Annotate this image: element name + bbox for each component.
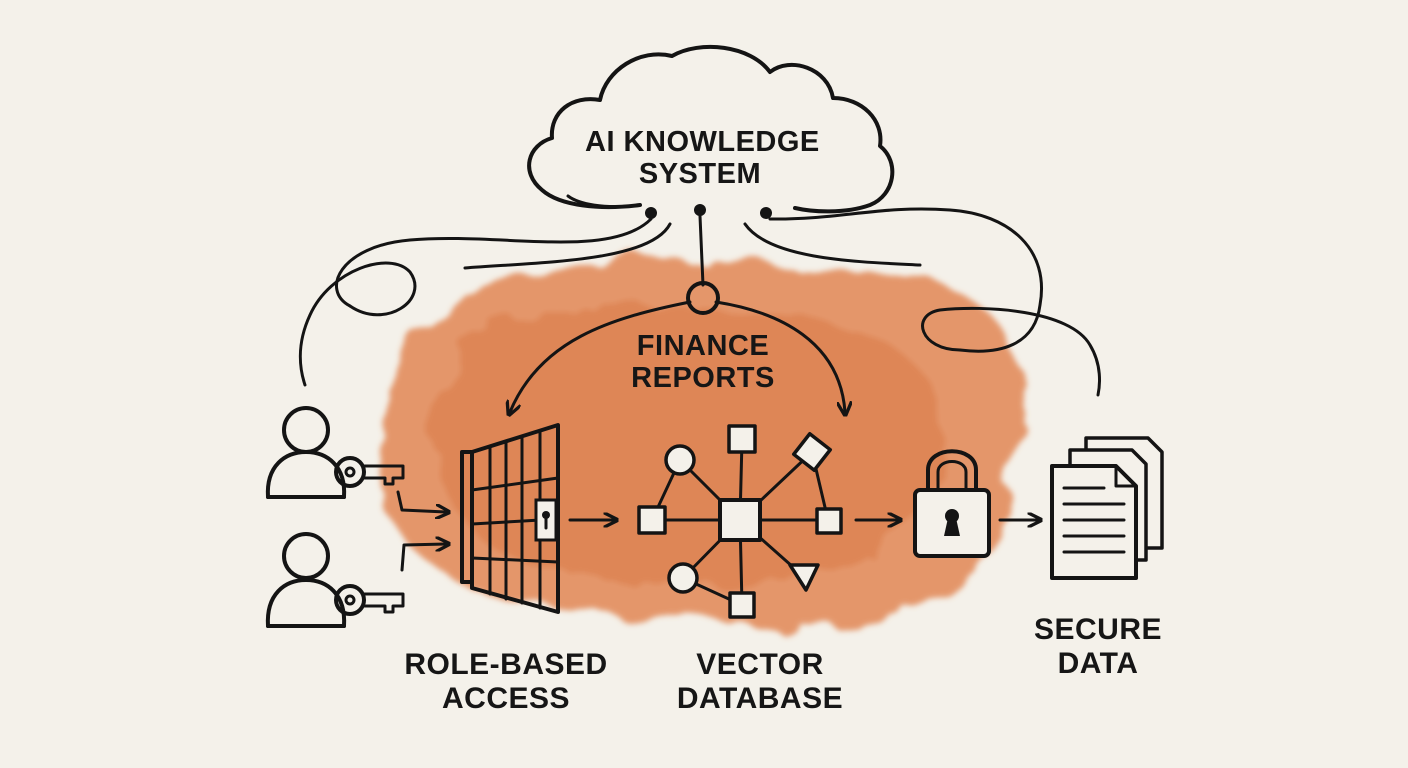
documents-icon — [1050, 436, 1164, 580]
hub-label-line-1: FINANCE — [636, 330, 770, 362]
arrow-user-to-gate — [396, 490, 446, 512]
arrow-hub-to-access — [510, 300, 692, 412]
cloud-label: AI KNOWLEDGE SYSTEM — [585, 126, 820, 191]
arrow-hub-to-vector — [714, 300, 845, 412]
network-icon — [637, 424, 843, 619]
access-label-line-1: ROLE-BASED — [404, 648, 608, 681]
right-loop-line — [921, 306, 1102, 397]
left-loop-line — [298, 261, 417, 387]
cloud-label-line-1: AI KNOWLEDGE — [585, 126, 820, 158]
arrow-user-to-gate — [400, 544, 446, 572]
vector-label-line-2: DATABASE — [676, 681, 844, 715]
cloud-label-line-2: SYSTEM — [638, 158, 762, 191]
secure-label: SECURE DATA — [1020, 613, 1176, 680]
padlock-icon — [913, 449, 991, 558]
hub-label-line-2: REPORTS — [631, 362, 775, 395]
user-icon — [265, 532, 347, 628]
secure-label-line-2: DATA — [1057, 646, 1139, 680]
gate-icon — [460, 423, 560, 614]
user-icon — [265, 406, 347, 499]
access-label-line-2: ACCESS — [441, 681, 571, 715]
secure-label-line-1: SECURE — [1033, 613, 1163, 646]
access-label: ROLE-BASED ACCESS — [400, 648, 612, 715]
key-icon — [334, 456, 405, 488]
key-icon — [334, 584, 405, 616]
vector-label-line-1: VECTOR — [696, 648, 824, 681]
vector-label: VECTOR DATABASE — [660, 648, 860, 715]
cloud-icon — [527, 44, 895, 214]
hub-label: FINANCE REPORTS — [610, 330, 796, 395]
hub-node-icon — [686, 281, 720, 315]
